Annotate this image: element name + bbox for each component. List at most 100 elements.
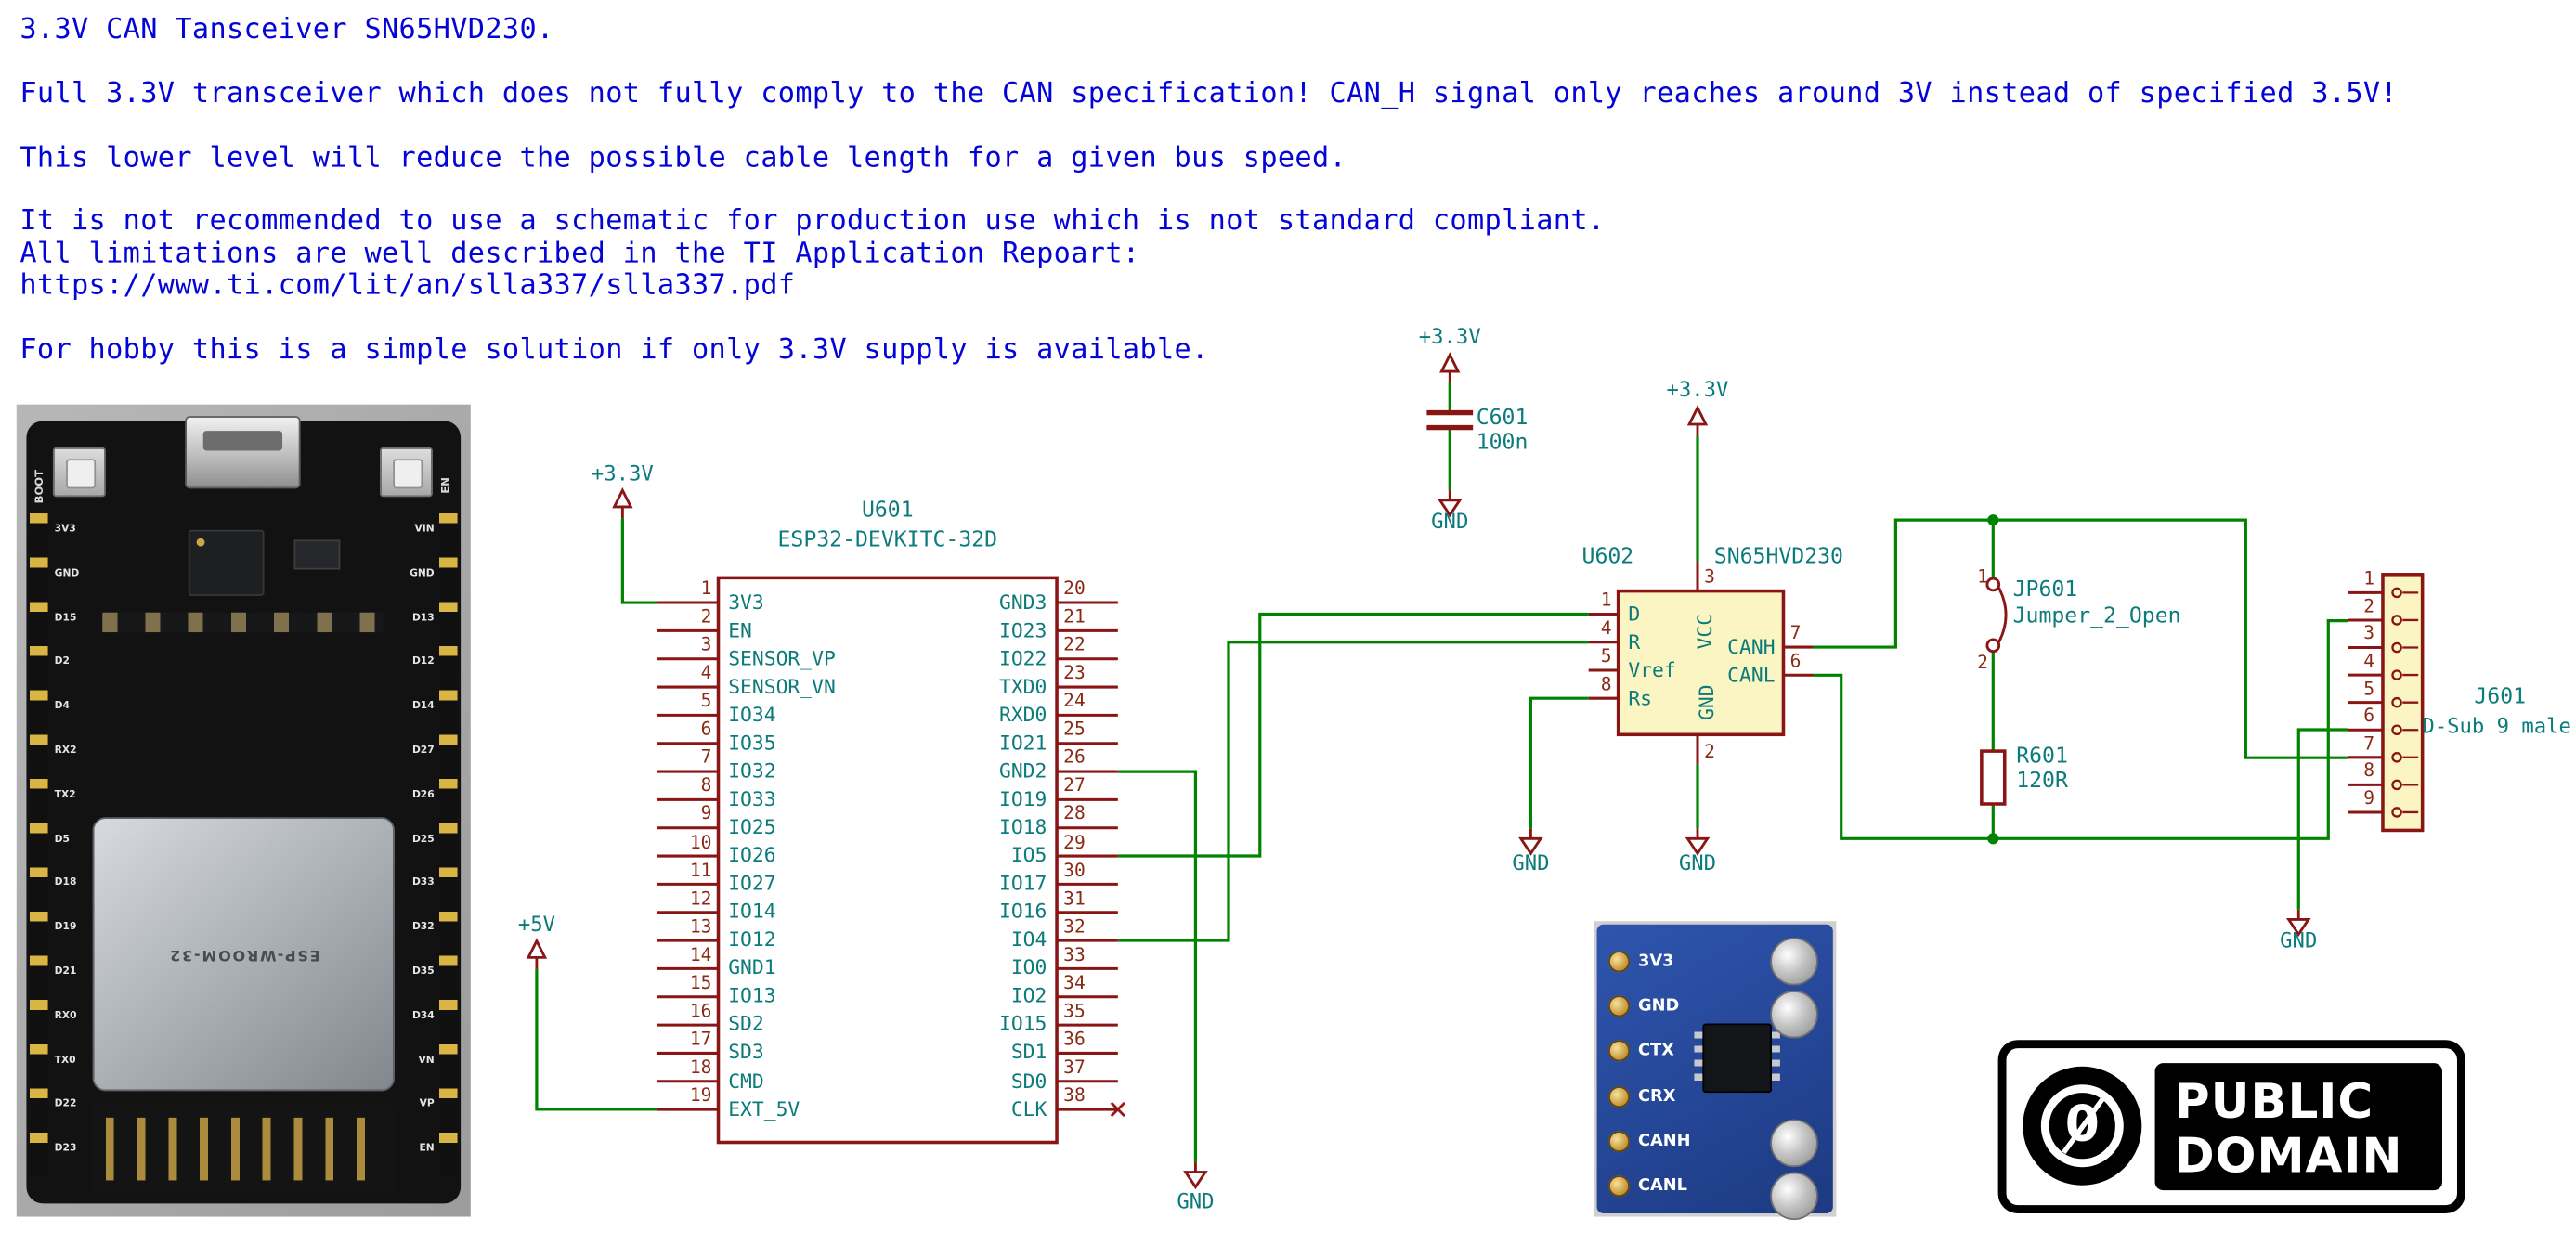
micro-usb-connector	[185, 416, 301, 489]
u601-pin-name-IO32: IO32	[728, 758, 776, 783]
u602-pin-name-R: R	[1628, 629, 1641, 654]
module-pin-label-CANL: CANL	[1637, 1176, 1688, 1196]
net-label-3v3-u602: +3.3V	[1666, 376, 1729, 402]
u601-pin-name-SENSOR_VP: SENSOR_VP	[728, 646, 836, 670]
c601-ref: C601	[1476, 406, 1529, 432]
note-line-5: For hobby this is a simple solution if o…	[20, 333, 1209, 367]
symbols	[526, 352, 2425, 1190]
connector-pin-circle	[2391, 669, 2402, 680]
u601-pin-num-8: 8	[700, 774, 712, 797]
u601-pin-num-4: 4	[700, 662, 712, 684]
u601-pin-name-TXD0: TXD0	[998, 674, 1047, 698]
badge-line-public: PUBLIC	[2174, 1072, 2374, 1130]
board-pin-label-left-TX0: TX0	[54, 1054, 76, 1067]
u601-pin-name-SENSOR_VN: SENSOR_VN	[728, 674, 836, 698]
net-label-gnd-u602: GND	[1678, 849, 1717, 875]
u601-pin-num-1: 1	[700, 577, 712, 600]
u601-pin-num-22: 22	[1063, 634, 1086, 656]
j601-pin-num-3: 3	[2363, 622, 2375, 644]
terminal-screw	[1770, 1119, 1818, 1168]
note-line-3: It is not recommended to use a schematic…	[20, 204, 1606, 239]
net-label-3v3-u601: +3.3V	[591, 460, 654, 486]
u601-pin-name-IO25: IO25	[728, 815, 776, 839]
board-pin-label-left-D2: D2	[54, 655, 70, 668]
wire-io5-d	[1117, 612, 1589, 858]
net-label-gnd-rs: GND	[1512, 849, 1550, 875]
j601-pin-num-2: 2	[2363, 595, 2375, 617]
connector-pin-circle	[2391, 641, 2402, 654]
pd-ring	[2040, 1084, 2124, 1168]
u601-pin-num-27: 27	[1063, 774, 1086, 797]
u601-pin-name-IO22: IO22	[998, 646, 1047, 670]
u601-pin-name-SD3: SD3	[728, 1041, 764, 1064]
u601-pin-num-34: 34	[1063, 972, 1086, 994]
u601-pin-num-6: 6	[700, 719, 712, 741]
connector-pin-circle	[2391, 724, 2402, 736]
u601-pin-num-2: 2	[700, 605, 712, 628]
wire-io4-r	[1117, 641, 1589, 942]
u601-pin-num-11: 11	[689, 859, 712, 881]
j601-pin-num-1: 1	[2363, 567, 2375, 590]
connector-pin-circle	[2391, 752, 2402, 763]
gnd-symbol-c601	[1437, 490, 1463, 518]
u602-pin-num-8: 8	[1600, 673, 1612, 695]
antenna-area	[92, 1104, 395, 1194]
board-pin-label-right-D27: D27	[411, 744, 435, 757]
connector-pin-circle	[2391, 779, 2402, 791]
u601-pin-num-12: 12	[689, 888, 712, 910]
esp-wroom-32-module: ESP-WROOM-32	[92, 817, 395, 1092]
board-pin-label-right-D33: D33	[411, 876, 435, 889]
terminal-screw	[1770, 990, 1818, 1039]
gnd-symbol-bottom	[1183, 1161, 1208, 1190]
module-pin-label-CANH: CANH	[1637, 1132, 1691, 1151]
board-pin-label-right-D35: D35	[411, 965, 435, 978]
usb-uart-chip	[188, 529, 265, 596]
board-pin-label-left-D15: D15	[54, 611, 77, 624]
u602-pin-name-vcc: VCC	[1693, 613, 1717, 650]
jp601-pin-2: 2	[1977, 652, 1988, 674]
board-pin-label-left-3V3: 3V3	[54, 523, 76, 536]
u601-pin-name-IO21: IO21	[998, 731, 1047, 755]
u601-pin-name-IO2: IO2	[1010, 984, 1047, 1008]
board-pin-label-right-D26: D26	[411, 788, 435, 801]
connector-pin-circle	[2391, 615, 2402, 626]
u601-pin-num-38: 38	[1063, 1084, 1086, 1107]
u602-value: SN65HVD230	[1713, 544, 1843, 570]
board-pin-label-left-D18: D18	[54, 876, 77, 889]
u602-pin-name-Rs: Rs	[1628, 685, 1653, 709]
module-pin	[1607, 951, 1631, 973]
module-pin	[1607, 995, 1631, 1017]
board-pin-label-left-D5: D5	[54, 833, 70, 845]
wire-rs-gnd	[1529, 696, 1589, 829]
u602-body	[1616, 589, 1786, 737]
esp32-pcb: BOOT EN ESP-WROOM-32	[26, 416, 462, 1204]
u601-pin-name-GND1: GND1	[728, 956, 776, 979]
module-pin	[1607, 1175, 1631, 1198]
j601-pin-num-4: 4	[2363, 650, 2375, 672]
board-pin-label-right-VN: VN	[418, 1054, 435, 1067]
j601-value: D-Sub 9 male	[2422, 713, 2571, 738]
power-3v3-arrow-u601	[612, 486, 633, 519]
wire-3v3-u601	[620, 518, 657, 604]
boot-button	[52, 447, 106, 498]
en-button	[379, 447, 433, 498]
wire-canl	[1813, 619, 2348, 840]
u602-pin-stubs	[1588, 561, 1814, 765]
board-pin-label-right-VIN: VIN	[414, 523, 435, 536]
u601-pin-name-GND3: GND3	[998, 590, 1047, 614]
u601-pin-num-17: 17	[689, 1028, 712, 1050]
board-pin-label-left-D19: D19	[54, 921, 77, 934]
note-title: 3.3V CAN Tansceiver SN65HVD230.	[20, 13, 554, 46]
wire-gnd2	[1117, 770, 1198, 1162]
u601-pin-num-37: 37	[1063, 1056, 1086, 1079]
u601-pin-num-5: 5	[700, 690, 712, 712]
module-pin	[1607, 1040, 1631, 1063]
junction-dot	[1987, 833, 1999, 845]
u601-pin-name-IO14: IO14	[728, 900, 776, 924]
r601-ref: R601	[2016, 744, 2068, 770]
module-pin	[1607, 1130, 1631, 1152]
u601-pin-name-IO33: IO33	[728, 787, 776, 810]
